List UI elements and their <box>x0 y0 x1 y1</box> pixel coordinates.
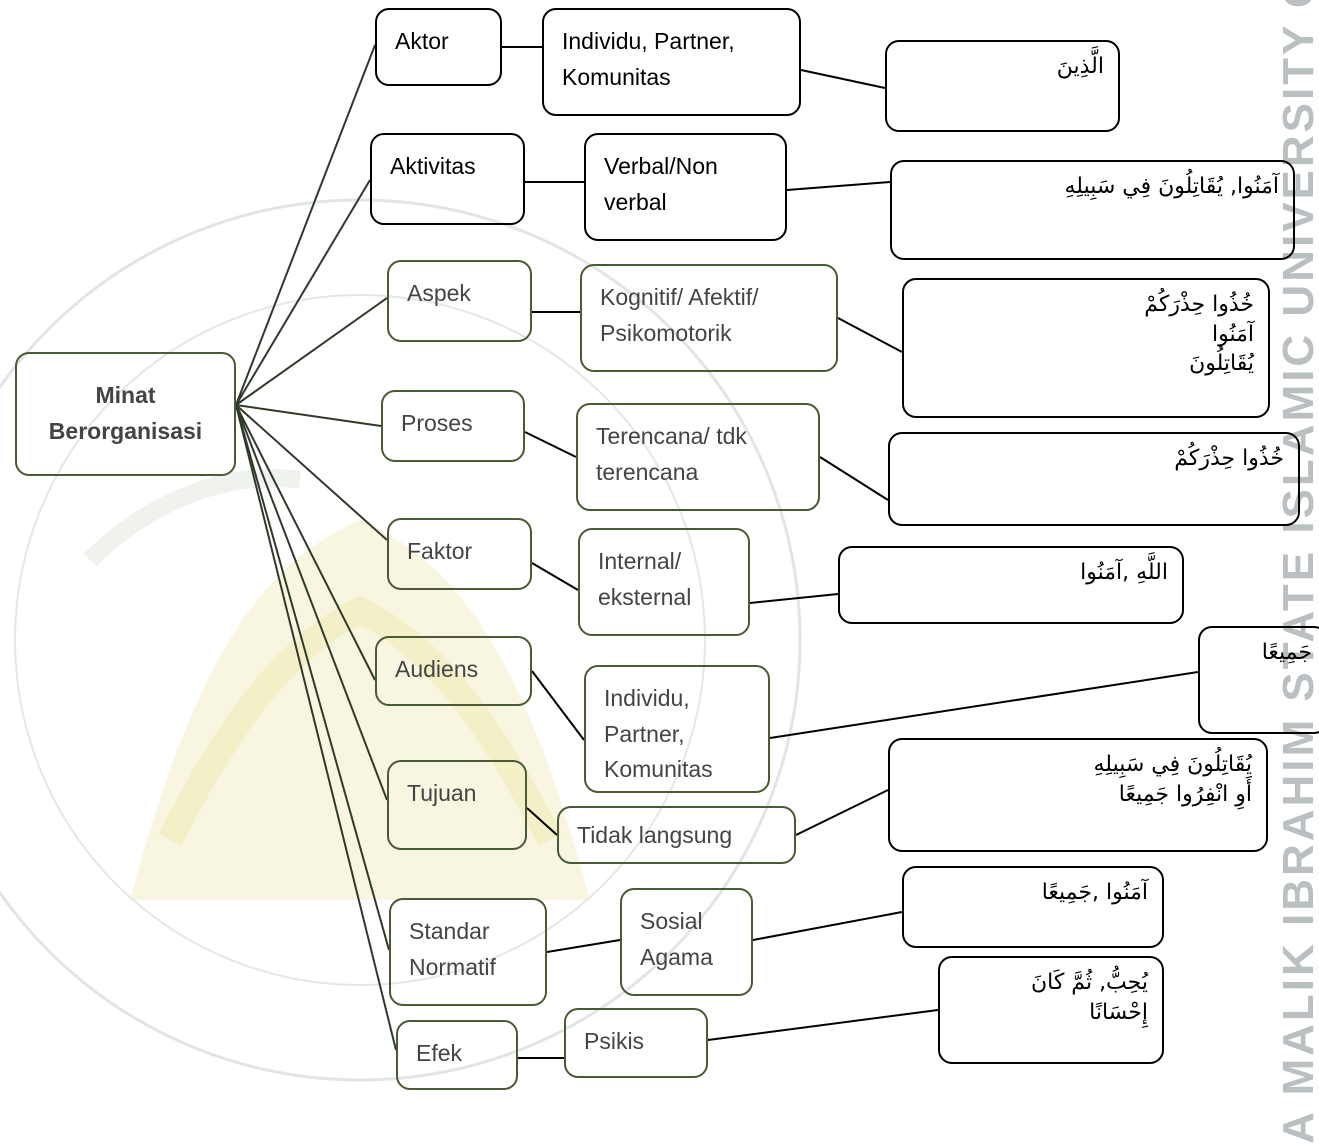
connector-category-detail <box>546 939 621 953</box>
quran-term-node: يُحِبُّ, ثُمَّ كَانَ إِحْسَانًا <box>938 956 1164 1064</box>
detail-node: Verbal/Non verbal <box>584 133 787 241</box>
category-label: Efek <box>416 1040 463 1066</box>
detail-label: Kognitif/ Afektif/ Psikomotorik <box>600 284 759 346</box>
category-label: Tujuan <box>407 780 477 806</box>
category-label: Faktor <box>407 538 473 564</box>
connector-detail-term <box>800 69 886 89</box>
detail-label: Verbal/Non verbal <box>604 153 718 215</box>
detail-label: Tidak langsung <box>577 822 733 848</box>
category-node: Audiens <box>375 636 532 706</box>
detail-label: Individu, Partner, Komunitas <box>604 685 713 783</box>
category-label: Audiens <box>395 656 479 682</box>
connector-category-detail <box>531 562 579 591</box>
quran-term-node: خُذُوا حِذْرَكُمْ <box>888 432 1300 526</box>
detail-node: Kognitif/ Afektif/ Psikomotorik <box>580 264 838 372</box>
connector-root-category <box>235 404 388 541</box>
detail-node: Terencana/ tdk terencana <box>576 403 820 511</box>
quran-term-node: اللَّهِ ,آمَنُوا <box>838 546 1184 624</box>
connector-root-category <box>235 404 382 427</box>
quran-term: خُذُوا حِذْرَكُمْ <box>1174 446 1284 471</box>
connector-category-detail <box>531 670 585 741</box>
connector-detail-term <box>837 317 903 353</box>
root-label: Minat Berorganisasi <box>48 382 203 444</box>
connector-category-detail <box>526 807 558 836</box>
quran-term-node: يُقَاتِلُونَ فِي سَبِيلِهِ أَوِ انْفِرُو… <box>888 738 1268 852</box>
detail-label: Psikis <box>584 1028 645 1054</box>
quran-term: آمَنُوا ,جَمِيعًا <box>1041 880 1148 905</box>
quran-term: اللَّهِ ,آمَنُوا <box>1080 560 1168 585</box>
detail-node: Psikis <box>564 1008 708 1078</box>
quran-term-node: خُذُوا حِذْرَكُمْ آمَنُوا يُقَاتِلُونَ <box>902 278 1270 418</box>
category-node: Faktor <box>387 518 532 590</box>
quran-term: يُحِبُّ, ثُمَّ كَانَ إِحْسَانًا <box>1030 970 1148 1025</box>
root-node: Minat Berorganisasi <box>15 352 236 476</box>
connector-detail-term <box>752 911 903 941</box>
quran-term-node: الَّذِينَ <box>885 40 1120 132</box>
connector-detail-term <box>707 1009 939 1041</box>
connector-detail-term <box>819 456 889 501</box>
detail-label: Terencana/ tdk terencana <box>596 423 747 485</box>
category-label: Aspek <box>407 280 471 306</box>
connector-category-detail <box>524 431 577 458</box>
category-node: Tujuan <box>387 760 527 850</box>
category-label: Proses <box>401 410 473 436</box>
detail-label: Internal/ eksternal <box>598 548 692 610</box>
detail-node: Internal/ eksternal <box>578 528 750 636</box>
connector-lines <box>235 44 1199 1059</box>
connector-root-category <box>235 297 388 406</box>
connector-detail-term <box>786 181 891 191</box>
quran-term: آمَنُوا, يُقَاتِلُونَ فِي سَبِيلِهِ <box>1064 174 1279 199</box>
category-node: Proses <box>381 390 525 462</box>
connector-root-category <box>235 404 376 681</box>
detail-node: Sosial Agama <box>620 888 753 996</box>
connector-root-category <box>235 404 390 951</box>
connector-root-category <box>235 404 388 801</box>
quran-term-node: آمَنُوا ,جَمِيعًا <box>902 866 1164 948</box>
connector-detail-term <box>795 789 889 836</box>
quran-term: يُقَاتِلُونَ فِي سَبِيلِهِ أَوِ انْفِرُو… <box>1093 752 1252 807</box>
quran-term: الَّذِينَ <box>1056 54 1104 79</box>
category-node: Aspek <box>387 260 532 342</box>
quran-term-node: آمَنُوا, يُقَاتِلُونَ فِي سَبِيلِهِ <box>890 160 1295 260</box>
category-node: Standar Normatif <box>389 898 547 1006</box>
detail-node: Individu, Partner, Komunitas <box>542 8 801 116</box>
connector-detail-term <box>749 593 839 604</box>
category-label: Aktor <box>395 28 449 54</box>
detail-label: Sosial Agama <box>640 908 713 970</box>
connector-detail-term <box>769 671 1199 739</box>
connector-root-category <box>235 179 371 406</box>
quran-term: خُذُوا حِذْرَكُمْ آمَنُوا يُقَاتِلُونَ <box>1144 292 1254 377</box>
category-label: Aktivitas <box>390 153 476 179</box>
category-label: Standar Normatif <box>409 918 496 980</box>
connector-root-category <box>235 404 397 1051</box>
detail-label: Individu, Partner, Komunitas <box>562 28 735 90</box>
category-node: Efek <box>396 1020 518 1090</box>
detail-node: Tidak langsung <box>557 806 796 864</box>
connector-root-category <box>235 44 376 406</box>
detail-node: Individu, Partner, Komunitas <box>584 665 770 793</box>
quran-term: جَمِيعًا <box>1261 640 1312 665</box>
category-node: Aktivitas <box>370 133 525 225</box>
quran-term-node: جَمِيعًا <box>1198 626 1319 734</box>
category-node: Aktor <box>375 8 502 86</box>
